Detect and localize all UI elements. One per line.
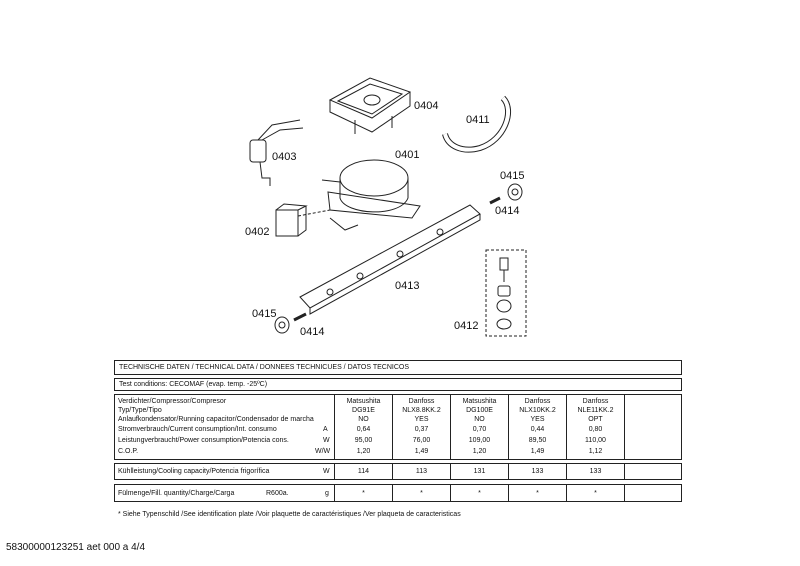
cell-col2-row3: YES bbox=[414, 416, 429, 423]
part-0403-capacitor bbox=[249, 119, 304, 186]
unit-power: W bbox=[323, 437, 330, 444]
conditions-box: Test conditions: CECOMAF (evap. temp. -2… bbox=[114, 378, 682, 391]
part-0404-tray bbox=[328, 77, 412, 134]
part-0414-pin-right bbox=[489, 196, 501, 205]
cell-capacity-col4: 133 bbox=[531, 468, 544, 475]
callout-0414: 0414 bbox=[300, 326, 325, 338]
cell-col3-row5: 109,00 bbox=[468, 437, 491, 444]
part-0415-grommet-right bbox=[507, 183, 523, 201]
cell-col4-row4: 0,44 bbox=[530, 426, 545, 433]
callout-0411: 0411 bbox=[466, 114, 490, 126]
part-0414-pin-left bbox=[293, 312, 307, 322]
part-0413-rail bbox=[299, 204, 481, 315]
cell-col1-row5: 95,00 bbox=[354, 437, 373, 444]
row-label-type: Typ/Type/Tipo bbox=[118, 407, 162, 414]
cell-col5-row5: 110,00 bbox=[585, 437, 606, 444]
cell-col1-row1: Matsushita bbox=[346, 398, 381, 405]
callout-0415: 0415 bbox=[500, 170, 525, 182]
callout-0414: 0414 bbox=[495, 205, 520, 217]
table-title-box: TECHNISCHE DATEN / TECHNICAL DATA / DONN… bbox=[114, 360, 682, 375]
fill-label: Fülmenge/Fill. quantity/Charge/Carga bbox=[118, 490, 235, 497]
cell-col2-row5: 76,00 bbox=[412, 437, 431, 444]
test-conditions: Test conditions: CECOMAF (evap. temp. -2… bbox=[119, 381, 268, 388]
cell-fill-col2: * bbox=[420, 490, 423, 497]
callout-0403: 0403 bbox=[272, 151, 297, 163]
row-label-current: Stromverbrauch/Current consumption/Int. … bbox=[118, 426, 277, 433]
cell-col1-row4: 0,64 bbox=[356, 426, 371, 433]
callout-0404: 0404 bbox=[414, 100, 439, 112]
capacity-unit: W bbox=[323, 468, 330, 475]
cell-fill-col1: * bbox=[362, 490, 365, 497]
cell-col2-row1: Danfoss bbox=[408, 398, 435, 405]
cell-col2-row2: NLX8.8KK.2 bbox=[402, 407, 441, 414]
callout-0402: 0402 bbox=[245, 226, 270, 238]
footnote: * Siehe Typenschild /See identification … bbox=[118, 511, 461, 518]
table-title: TECHNISCHE DATEN / TECHNICAL DATA / DONN… bbox=[119, 364, 410, 371]
cell-col5-row2: NLE11KK.2 bbox=[577, 407, 614, 414]
fill-refrigerant: R600a. bbox=[266, 490, 289, 497]
part-0415-grommet-left bbox=[274, 316, 290, 334]
cell-col3-row6: 1,20 bbox=[472, 448, 487, 455]
cell-capacity-col1: 114 bbox=[357, 468, 370, 475]
cell-col1-row6: 1,20 bbox=[356, 448, 371, 455]
fill-block bbox=[114, 484, 682, 502]
cell-capacity-col3: 131 bbox=[473, 468, 486, 475]
capacity-block bbox=[114, 463, 682, 480]
cell-col1-row2: DG91E bbox=[352, 407, 375, 414]
row-label-compressor: Verdichter/Compressor/Compresor bbox=[118, 398, 227, 405]
callout-0412: 0412 bbox=[454, 320, 479, 332]
cell-col2-row6: 1,49 bbox=[414, 448, 429, 455]
cell-col3-row4: 0,70 bbox=[472, 426, 487, 433]
cell-col3-row3: NO bbox=[474, 416, 485, 423]
part-0401-compressor bbox=[321, 159, 421, 231]
data-block bbox=[114, 394, 682, 460]
cell-col4-row3: YES bbox=[530, 416, 545, 423]
parts-diagram bbox=[249, 77, 527, 337]
row-label-capacitor: Anlaufkondensator/Running capacitor/Cond… bbox=[118, 416, 314, 423]
part-0412-kit bbox=[485, 249, 527, 337]
unit-current: A bbox=[323, 426, 328, 433]
unit-cop: W/W bbox=[315, 448, 331, 455]
cell-col4-row5: 89,50 bbox=[528, 437, 547, 444]
fill-unit: g bbox=[325, 490, 329, 497]
cell-col4-row2: NLX10KK.2 bbox=[519, 407, 556, 414]
cell-fill-col3: * bbox=[478, 490, 481, 497]
cell-fill-col5: * bbox=[594, 490, 597, 497]
cell-col3-row2: DG100E bbox=[466, 407, 493, 414]
cell-col5-row6: 1,12 bbox=[588, 448, 603, 455]
row-label-cop: C.O.P. bbox=[118, 448, 139, 455]
callout-0401: 0401 bbox=[395, 149, 420, 161]
part-0402-relay bbox=[275, 203, 308, 237]
cell-capacity-col2: 113 bbox=[415, 468, 428, 475]
cell-col2-row4: 0,37 bbox=[414, 426, 429, 433]
cell-col5-row3: OPT bbox=[588, 416, 603, 423]
cell-fill-col4: * bbox=[536, 490, 539, 497]
cell-col4-row6: 1,49 bbox=[530, 448, 545, 455]
cell-col1-row3: NO bbox=[358, 416, 369, 423]
cell-col3-row1: Matsushita bbox=[462, 398, 497, 405]
cell-col4-row1: Danfoss bbox=[524, 398, 551, 405]
callout-0413: 0413 bbox=[395, 280, 420, 292]
cell-col5-row4: 0,80 bbox=[588, 426, 603, 433]
cell-col5-row1: Danfoss bbox=[582, 398, 609, 405]
capacity-label: Kühlleistung/Cooling capacity/Potencia f… bbox=[118, 468, 270, 475]
cell-capacity-col5: 133 bbox=[589, 468, 602, 475]
callout-0415: 0415 bbox=[252, 308, 277, 320]
row-label-power: Leistungverbraucht/Power consumption/Pot… bbox=[118, 437, 289, 444]
document-footer: 58300000123251 aet 000 a 4/4 bbox=[6, 542, 146, 553]
